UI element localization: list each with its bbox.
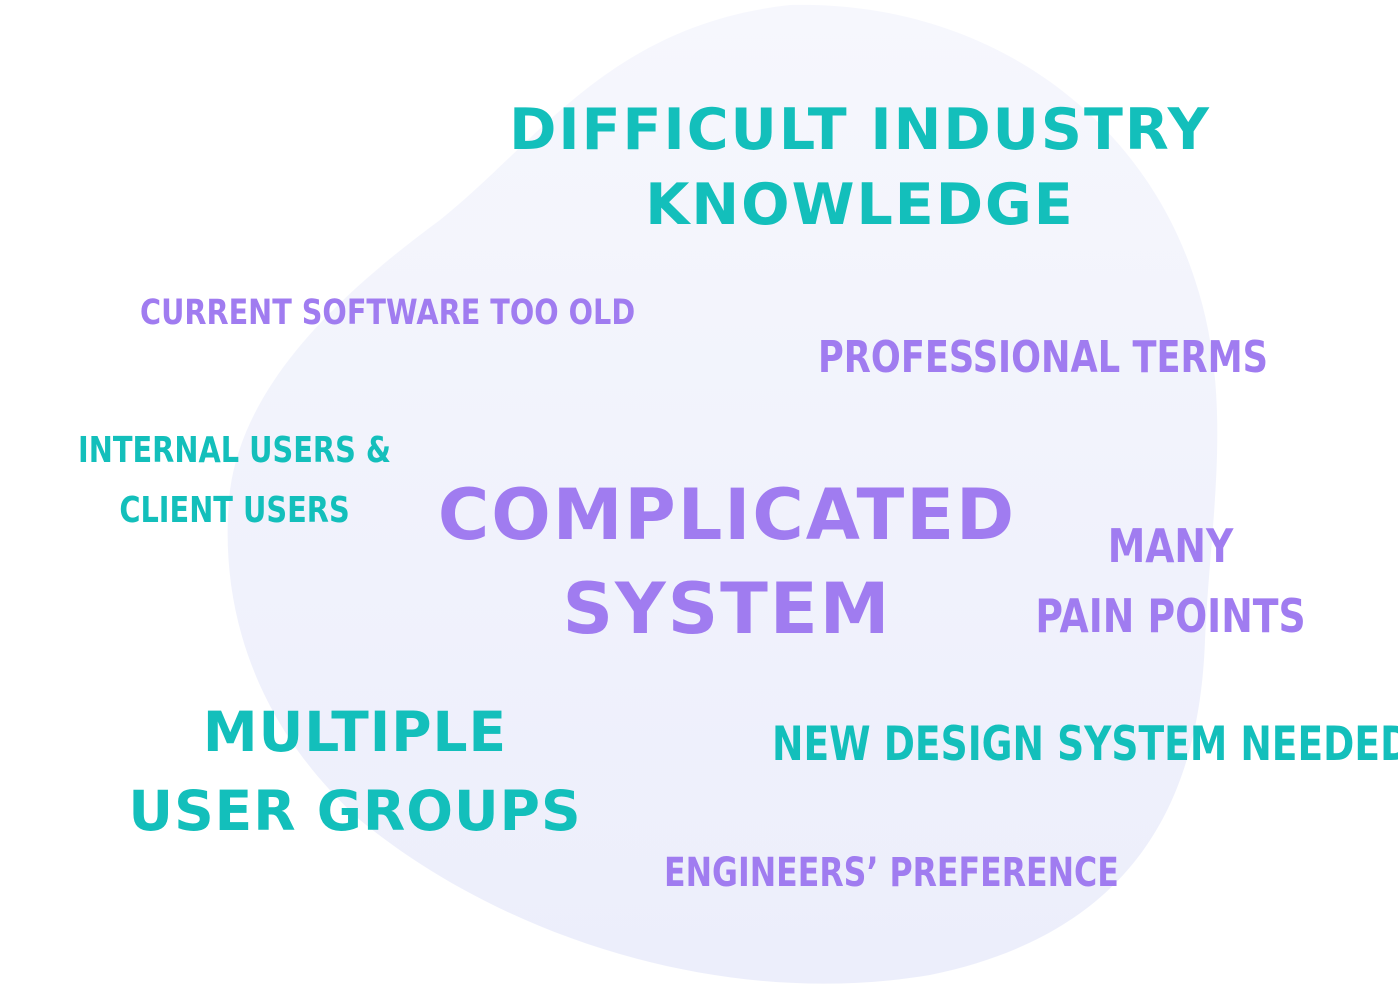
term-line: Many: [1107, 519, 1234, 573]
term-line: Difficult Industry: [509, 97, 1211, 163]
term-line: client users: [119, 490, 350, 531]
term-engineers-preference: Engineers’ preference: [664, 850, 1119, 896]
term-line: Multiple: [202, 700, 508, 764]
term-line: pain points: [1035, 589, 1306, 643]
term-new-design-system-needed: New design system needed: [772, 717, 1398, 772]
term-multiple-user-groups: Multiple User Groups: [128, 700, 580, 839]
blob-shape: [227, 4, 1218, 984]
term-line: User Groups: [128, 779, 582, 843]
term-professional-terms: Professional terms: [818, 332, 1268, 383]
term-complicated-system: Complicated System: [438, 480, 1014, 650]
term-internal-client-users: Internal users & client users: [62, 433, 407, 529]
term-line: Complicated: [437, 474, 1017, 556]
term-difficult-industry-knowledge: Difficult Industry Knowledge: [509, 102, 1209, 238]
term-current-software-too-old: Current software too old: [140, 293, 636, 333]
term-line: Knowledge: [645, 172, 1075, 238]
term-many-pain-points: Many pain points: [1033, 523, 1308, 639]
term-line: System: [562, 568, 892, 650]
term-line: Internal users &: [78, 430, 391, 471]
